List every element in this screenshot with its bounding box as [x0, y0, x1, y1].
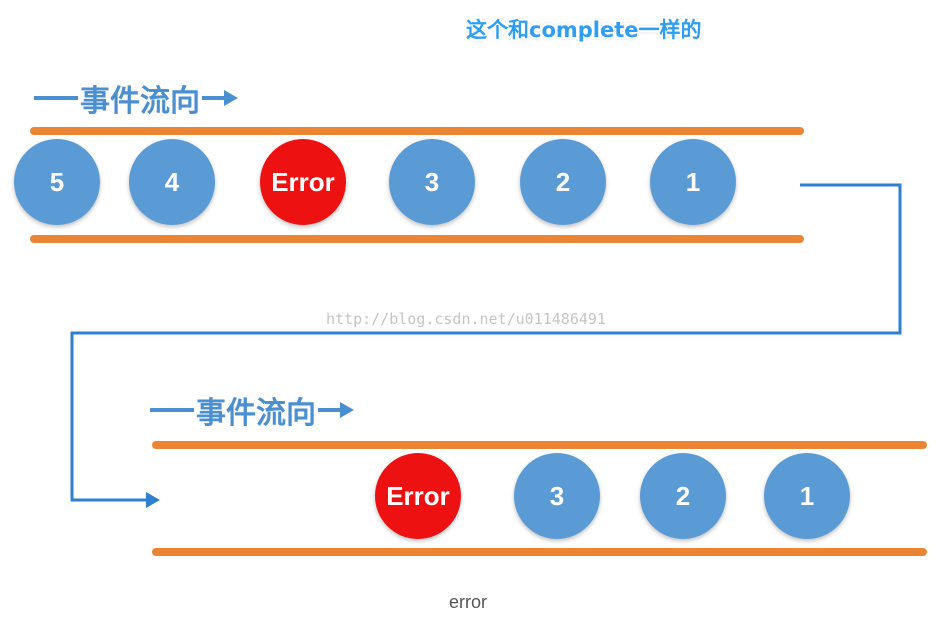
- bottom-stream-rail-upper: [152, 441, 927, 449]
- connector-line: [70, 183, 902, 502]
- watermark: http://blog.csdn.net/u011486491: [326, 310, 606, 328]
- bottom-stream-rail-lower: [152, 548, 927, 556]
- flow-label-text: 事件流向: [80, 84, 200, 119]
- bottom-stream-item: 2: [640, 453, 726, 539]
- flow-direction-label-bottom: 事件流向: [150, 388, 354, 432]
- dash-line: [150, 408, 194, 412]
- arrow-line: [202, 96, 224, 100]
- top-stream-error-item: Error: [260, 139, 346, 225]
- top-stream-rail-upper: [30, 127, 804, 135]
- top-stream-item: 3: [389, 139, 475, 225]
- arrow-right-icon: [224, 90, 238, 106]
- arrow-right-icon: [340, 402, 354, 418]
- note-text: 这个和complete一样的: [466, 18, 702, 42]
- arrow-line: [318, 408, 340, 412]
- bottom-stream-item: 1: [764, 453, 850, 539]
- bottom-stream-item: 3: [514, 453, 600, 539]
- connector-arrow-icon: [146, 492, 160, 508]
- flow-label-text: 事件流向: [196, 396, 316, 431]
- top-stream-item: 1: [650, 139, 736, 225]
- top-stream-item: 4: [129, 139, 215, 225]
- caption-text: error: [448, 592, 487, 612]
- flow-direction-label-top: 事件流向: [34, 76, 238, 120]
- top-stream-rail-lower: [30, 235, 804, 243]
- diagram-caption: error: [0, 592, 940, 613]
- top-stream-item: 2: [520, 139, 606, 225]
- top-stream-item: 5: [14, 139, 100, 225]
- bottom-stream-error-item: Error: [375, 453, 461, 539]
- dash-line: [34, 96, 78, 100]
